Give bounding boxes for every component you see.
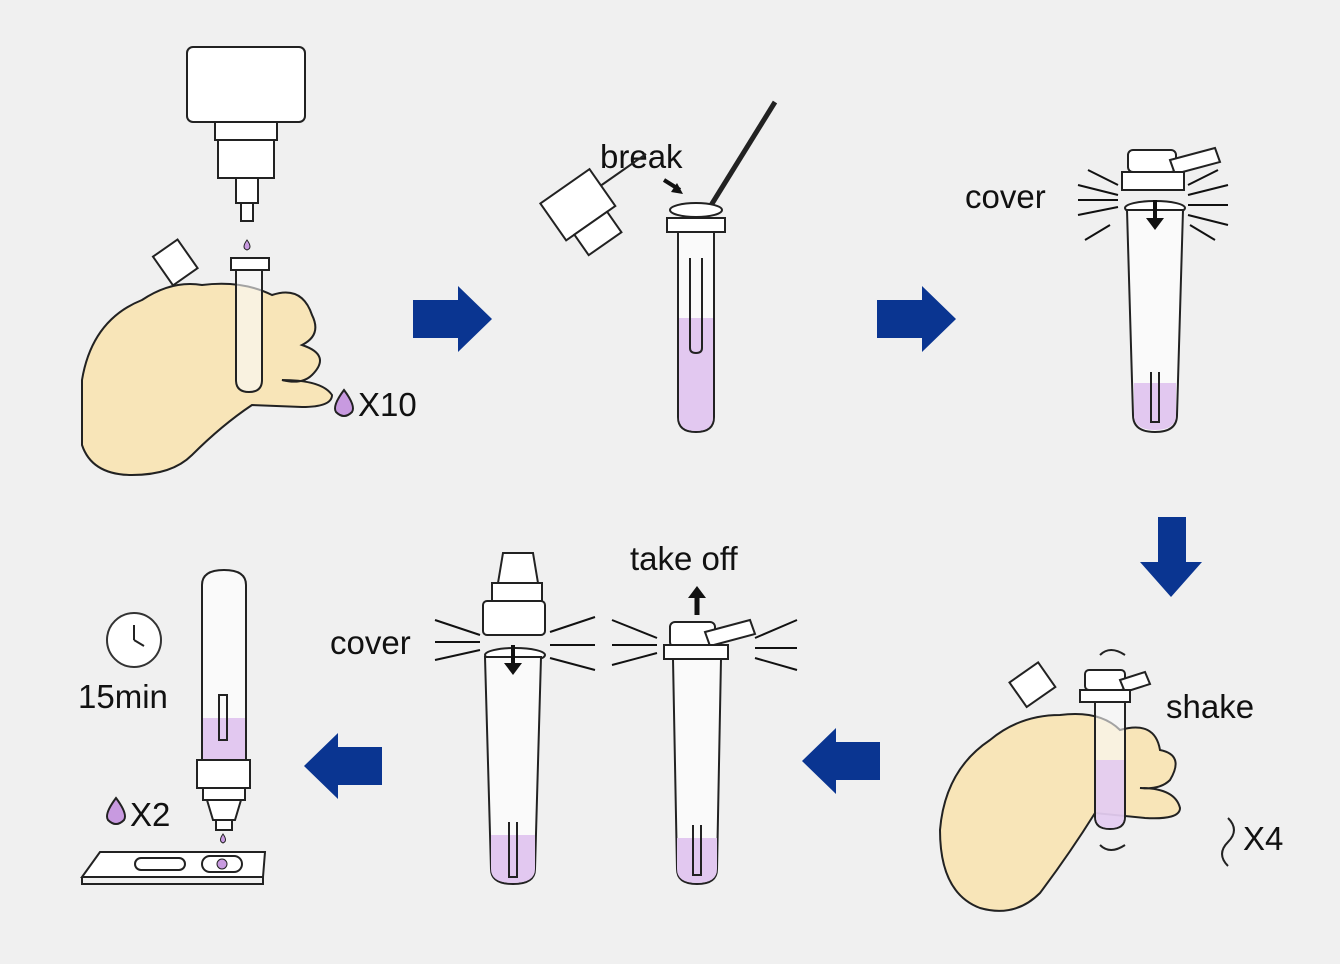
tube	[1124, 200, 1186, 434]
shake-label: shake	[1166, 688, 1254, 725]
cover-label: cover	[965, 178, 1046, 215]
tube	[1008, 660, 1152, 831]
nozzle-cap	[1121, 146, 1222, 191]
dropper-bottle	[186, 46, 306, 251]
drop-icon	[334, 388, 354, 417]
clock-icon	[106, 612, 162, 668]
step-1-add-drops: X10	[81, 46, 417, 477]
dropper-device	[196, 568, 251, 844]
impact-lines	[1077, 169, 1229, 241]
step-2-break-swab: break	[538, 100, 778, 434]
sample-tube	[151, 238, 270, 394]
rotate-icon	[1099, 649, 1126, 851]
time-label: 15min	[78, 678, 168, 715]
impact-lines	[434, 616, 596, 671]
step-5-take-off: take off	[611, 540, 798, 886]
hand-icon	[81, 282, 334, 477]
take-off-label: take off	[630, 540, 738, 577]
drop-icon	[106, 796, 126, 825]
arrow-right-icon	[413, 286, 492, 352]
step-7-apply-and-wait: 15min X2	[78, 568, 267, 885]
rotate-icon	[1221, 817, 1235, 867]
test-cassette	[80, 851, 267, 885]
impact-lines	[611, 619, 798, 671]
drops-count-label-2: X2	[130, 796, 170, 833]
drops-count-label: X10	[358, 386, 417, 423]
swab-cap	[538, 153, 647, 257]
step-4-shake: shake X4	[938, 649, 1283, 912]
dropper-tip	[482, 552, 546, 636]
step-6-cover-dropper: cover	[330, 552, 596, 886]
arrow-down-icon	[1140, 517, 1202, 597]
arrow-left-icon	[304, 733, 382, 799]
hand-icon	[938, 713, 1182, 912]
tube	[666, 202, 726, 434]
shake-count-label: X4	[1243, 820, 1283, 857]
cover-label-2: cover	[330, 624, 411, 661]
arrow-left-icon	[802, 728, 880, 794]
step-3-cover: cover	[965, 146, 1229, 434]
arrow-right-icon	[877, 286, 956, 352]
